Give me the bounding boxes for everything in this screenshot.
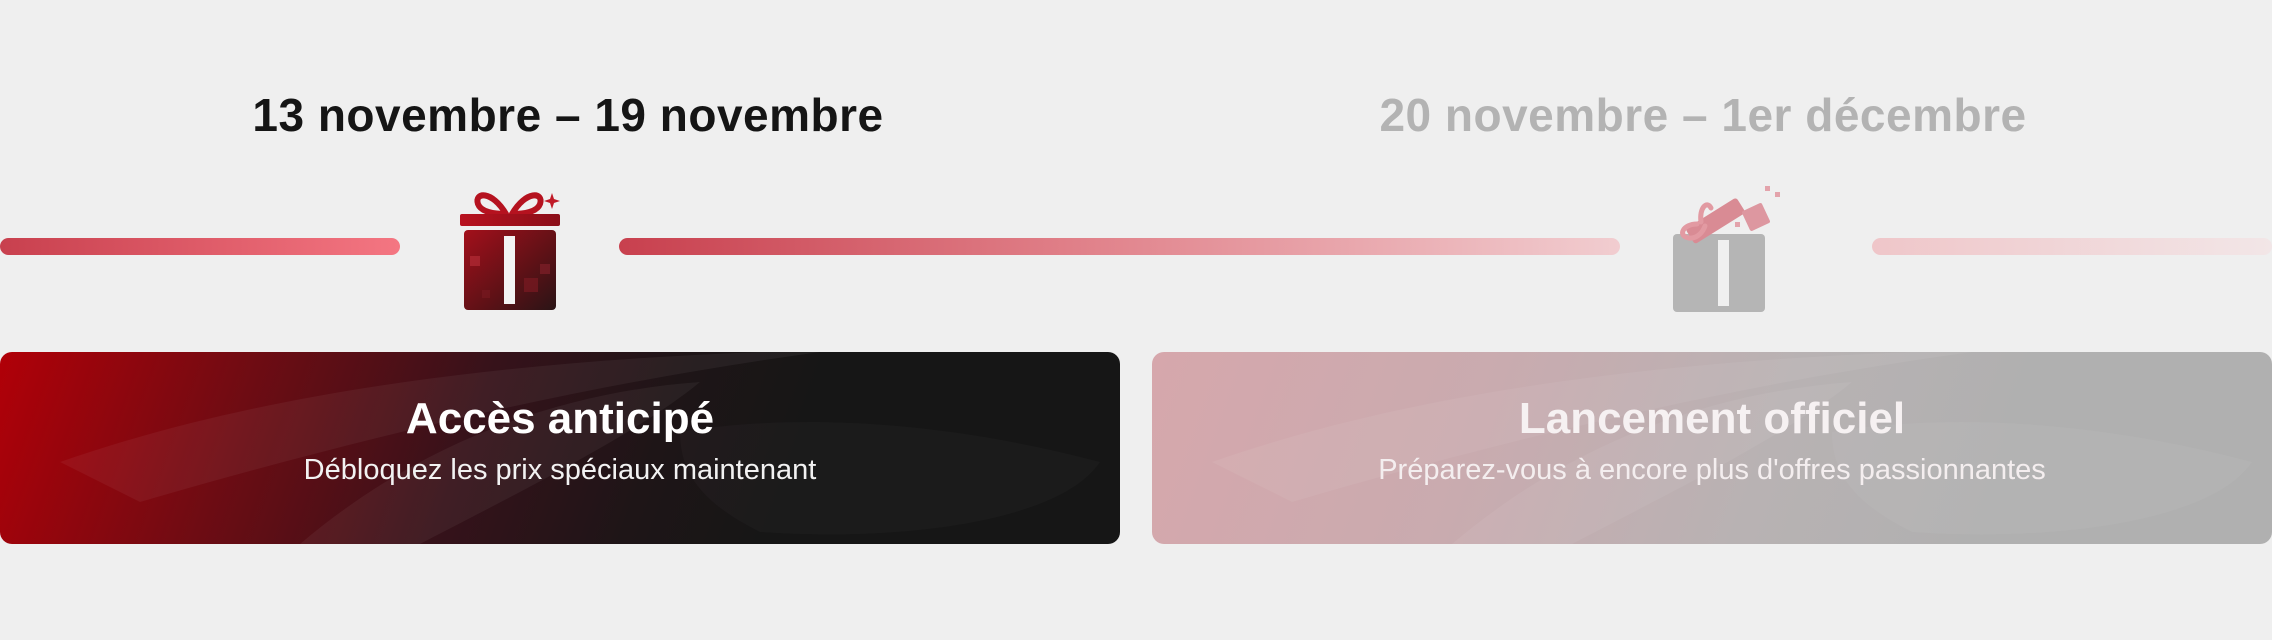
timeline-progress-bar-left [0, 238, 400, 255]
card-title: Accès anticipé [405, 394, 715, 443]
card-subtitle: Débloquez les prix spéciaux maintenant [303, 454, 817, 486]
timeline-progress-bar-middle [619, 238, 1620, 255]
early-access-card[interactable]: Accès anticipé Débloquez les prix spécia… [0, 352, 1120, 544]
timeline-progress-bar-right [1872, 238, 2272, 255]
open-gift-icon [1673, 186, 1780, 312]
card-subtitle: Préparez-vous à encore plus d'offres pas… [1378, 454, 2046, 486]
card-title: Lancement officiel [1518, 394, 1906, 443]
phase-1-dates: 13 novembre – 19 novembre [252, 89, 884, 141]
card-background-swoosh [60, 352, 820, 544]
gift-icon [460, 192, 560, 310]
phase-2-dates: 20 novembre – 1er décembre [1379, 89, 2027, 141]
official-launch-card[interactable]: Lancement officiel Préparez-vous à encor… [1152, 352, 2272, 544]
card-background-swoosh [1212, 352, 2252, 544]
